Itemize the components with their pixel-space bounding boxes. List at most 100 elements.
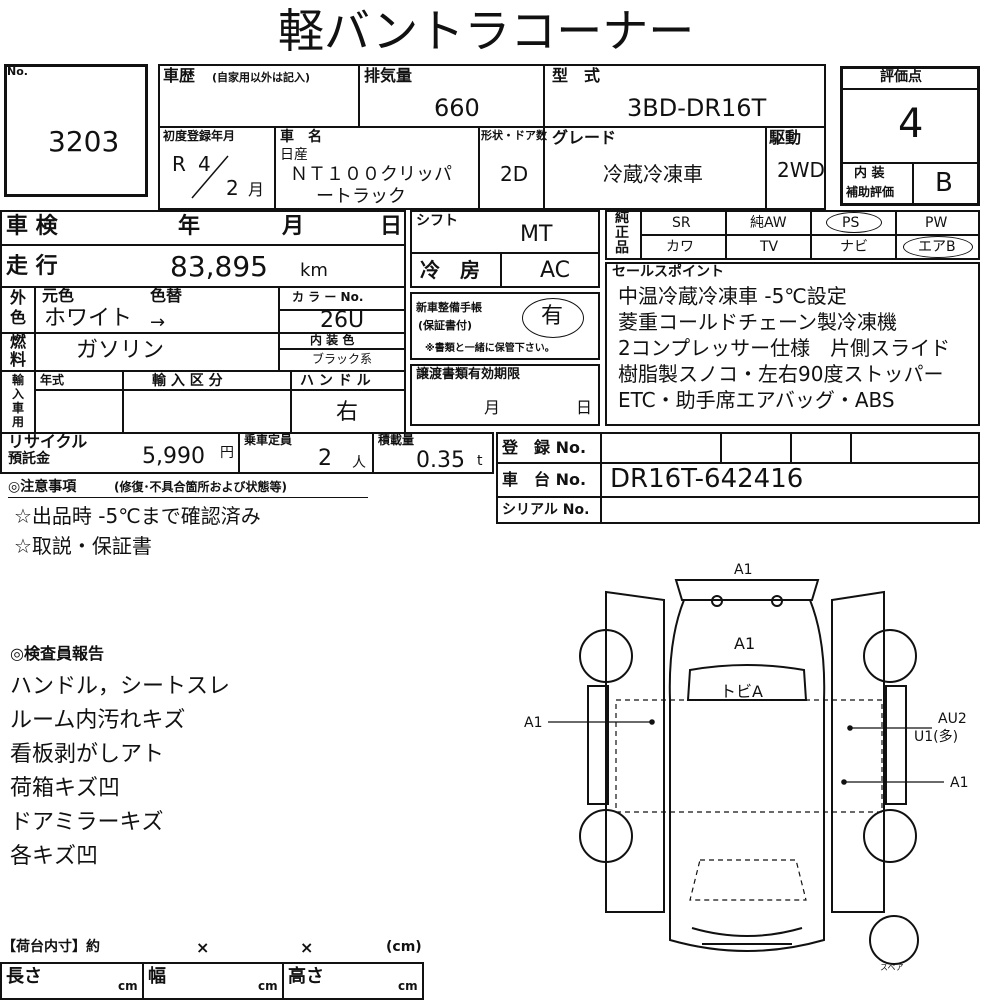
first-reg-month: 2 [226, 176, 239, 200]
inspector-label: ◎検査員報告 [10, 644, 104, 663]
sales-points-box [605, 262, 980, 426]
diagram-right-label-1: AU2 [938, 711, 967, 727]
import-side-3: 車 [12, 401, 25, 415]
color-side-1: 外 [10, 288, 27, 307]
note-line-1: ☆出品時 -5℃まで確認済み [14, 504, 261, 528]
shift-aircon-grid [410, 210, 600, 288]
cargo-length-unit: cm [118, 979, 138, 993]
sales-points-label: セールスポイント [612, 264, 724, 280]
notes-sub: (修復･不具合箇所および状態等) [114, 480, 287, 494]
serial-label: シリアル No. [502, 502, 590, 518]
recycle-label1: リサイクル [8, 432, 88, 451]
model-value: 3BD-DR16T [627, 94, 767, 122]
diagram-windshield-label: トビA [720, 682, 763, 701]
mileage-value: 83,895 [170, 250, 268, 283]
rating-score: 4 [898, 101, 924, 147]
maintenance-value: 有 [541, 304, 564, 329]
aircon-label: 冷 房 [420, 258, 480, 282]
color-change-label: 色替 [150, 286, 183, 305]
recycle-label2: 預託金 [8, 451, 50, 467]
cargo-width-unit: cm [258, 979, 278, 993]
equip-pw: PW [925, 215, 948, 231]
transfer-day: 日 [576, 398, 593, 417]
maintenance-circle [522, 298, 584, 338]
equipment-side-1: 純 [615, 210, 629, 226]
maintenance-label2: (保証書付) [418, 319, 473, 332]
first-reg-label: 初度登録年月 [163, 129, 236, 143]
drive-label: 駆動 [769, 128, 802, 147]
equip-ps: PS [842, 215, 860, 231]
import-side-2: 入 [12, 387, 25, 401]
aircon-value: AC [540, 258, 571, 283]
equip-leather: カワ [666, 239, 694, 255]
first-reg-year: 4 [198, 152, 211, 176]
vehicle-info-grid [158, 64, 826, 210]
rating-box [840, 66, 980, 206]
color-arrow: → [150, 312, 166, 333]
displacement-label: 排気量 [364, 66, 413, 85]
cargo-height-unit: cm [398, 979, 418, 993]
cargo-unit: (cm) [386, 939, 422, 955]
equipment-side-2: 正 [615, 225, 629, 241]
history-note: (自家用以外は記入) [212, 71, 311, 84]
fuel-side-1: 燃 [10, 332, 27, 351]
shift-label: シフト [416, 213, 458, 229]
interior-rating-label1: 内 装 [854, 166, 885, 181]
maintenance-note: ※書類と一緒に保管下さい。 [425, 343, 555, 354]
registration-grid [496, 432, 980, 524]
inspector-line-2: ルーム内汚れキズ [10, 708, 186, 733]
grade-label: グレード [552, 128, 617, 147]
shape-label: 形状・ドア数 [481, 129, 547, 142]
interior-color-value: ブラック系 [312, 352, 373, 366]
color-code-label: カ ラ ー No. [292, 290, 364, 304]
import-side-1: 輸 [12, 373, 25, 387]
model-label: 型 式 [552, 66, 601, 85]
transfer-box [410, 364, 600, 426]
inspector-line-3: 看板剥がしアト [10, 742, 165, 767]
sales-point-5: ETC・助手席エアバッグ・ABS [618, 388, 895, 412]
cargo-label: 【荷台内寸】約 [2, 939, 100, 955]
cargo-height-label: 高さ [288, 966, 324, 987]
equip-navi: ナビ [840, 239, 868, 255]
mileage-unit: km [300, 260, 328, 281]
date-slash [191, 155, 229, 199]
spare-label: スペア [880, 963, 904, 972]
handle-value: 右 [336, 400, 359, 425]
grade-value: 冷蔵冷凍車 [603, 162, 703, 186]
cargo-x1: × [196, 938, 210, 957]
import-side-4: 用 [12, 415, 25, 429]
diagram-right-label-2: U1(多) [914, 729, 959, 745]
registration-label: 登 録 No. [502, 438, 587, 457]
notes-label: ◎注意事項 [8, 479, 77, 495]
color-code-value: 26U [320, 308, 365, 333]
interior-rating-label2: 補助評価 [846, 185, 895, 199]
inspection-label: 車 検 [6, 214, 58, 239]
shift-value: MT [520, 222, 553, 247]
mileage-label: 走 行 [6, 254, 58, 279]
inspection-year: 年 [178, 214, 201, 239]
maintenance-box [410, 292, 600, 360]
equip-airbag: エアB [918, 239, 956, 255]
cargo-grid [0, 962, 424, 1000]
diagram-right-label-3: A1 [950, 775, 969, 791]
color-side-2: 色 [10, 308, 27, 327]
cargo-length-label: 長さ [6, 966, 42, 987]
transfer-month: 月 [484, 398, 501, 417]
first-reg-month-unit: 月 [248, 180, 265, 199]
fuel-value: ガソリン [76, 338, 165, 363]
color-orig-value: ホワイト [44, 306, 133, 331]
capacity-unit: 人 [352, 455, 366, 471]
sales-point-3: 2コンプレッサー仕様 片側スライド [618, 336, 951, 360]
inspector-line-5: ドアミラーキズ [10, 810, 164, 835]
drive-value: 2WD [777, 158, 825, 182]
maintenance-label1: 新車整備手帳 [416, 301, 482, 314]
history-label: 車歴 [163, 66, 196, 85]
interior-rating-value: B [935, 168, 953, 198]
first-reg-era: R [172, 152, 186, 176]
diagram-left-label: A1 [524, 715, 543, 731]
inspection-month: 月 [282, 214, 305, 239]
recycle-grid [0, 432, 494, 474]
handle-label: ハ ン ド ル [300, 373, 371, 389]
capacity-label: 乗車定員 [244, 433, 293, 447]
